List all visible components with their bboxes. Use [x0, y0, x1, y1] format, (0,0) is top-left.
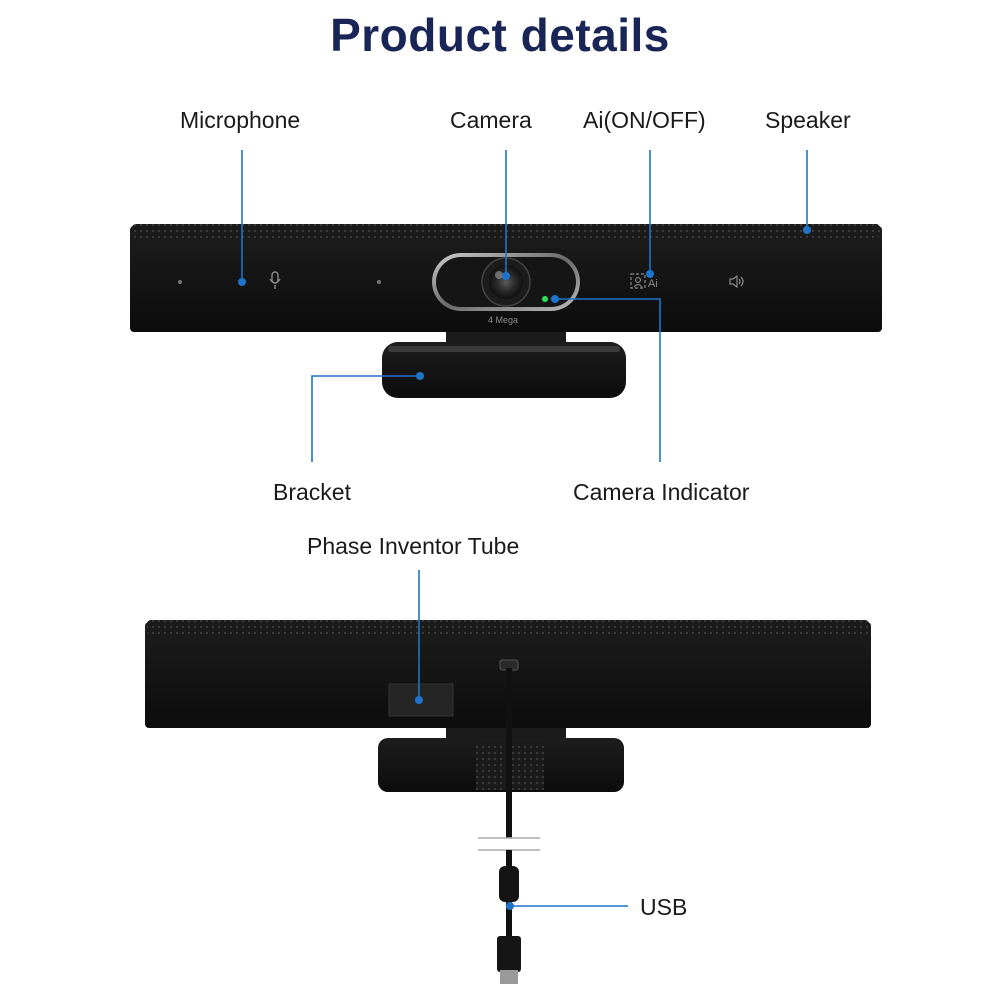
bracket-highlight	[388, 346, 620, 352]
rear-view-device	[145, 620, 871, 984]
callout-line-indicator	[555, 298, 661, 462]
dot-indicator	[551, 295, 559, 303]
callout-dots	[238, 226, 811, 910]
label-ai-toggle: Ai(ON/OFF)	[583, 107, 706, 133]
label-usb: USB	[640, 894, 688, 920]
lens-mega-text: 4 Mega	[488, 315, 518, 325]
label-phase-inventor-tube: Phase Inventor Tube	[307, 533, 520, 559]
dot-bracket	[416, 372, 424, 380]
usb-plug-metal	[500, 970, 518, 984]
callouts	[241, 150, 808, 907]
dot-speaker	[803, 226, 811, 234]
dot-phase-tube	[415, 696, 423, 704]
dot-usb	[506, 902, 514, 910]
label-camera-indicator: Camera Indicator	[573, 479, 750, 505]
mic-hole-left	[178, 280, 182, 284]
camera-indicator-led	[542, 296, 548, 302]
rear-bar-grille	[147, 620, 869, 636]
microphone-icon	[269, 271, 281, 289]
mic-hole-right	[377, 280, 381, 284]
lens-glint	[495, 271, 503, 279]
label-microphone: Microphone	[180, 107, 301, 133]
dot-ai	[646, 270, 654, 278]
ferrite-bead	[499, 866, 519, 902]
label-camera: Camera	[450, 107, 532, 133]
usb-plug-body	[497, 936, 521, 972]
dot-camera	[502, 272, 510, 280]
label-speaker: Speaker	[765, 107, 851, 133]
label-bracket: Bracket	[273, 479, 351, 505]
callout-line-bracket	[311, 375, 420, 462]
bracket-shape	[382, 342, 626, 398]
speaker-icon	[729, 274, 744, 289]
ai-button-icon: Ai	[630, 273, 658, 290]
dot-microphone	[238, 278, 246, 286]
page-title: Product details	[330, 9, 670, 61]
ai-badge-text: Ai	[648, 278, 658, 290]
